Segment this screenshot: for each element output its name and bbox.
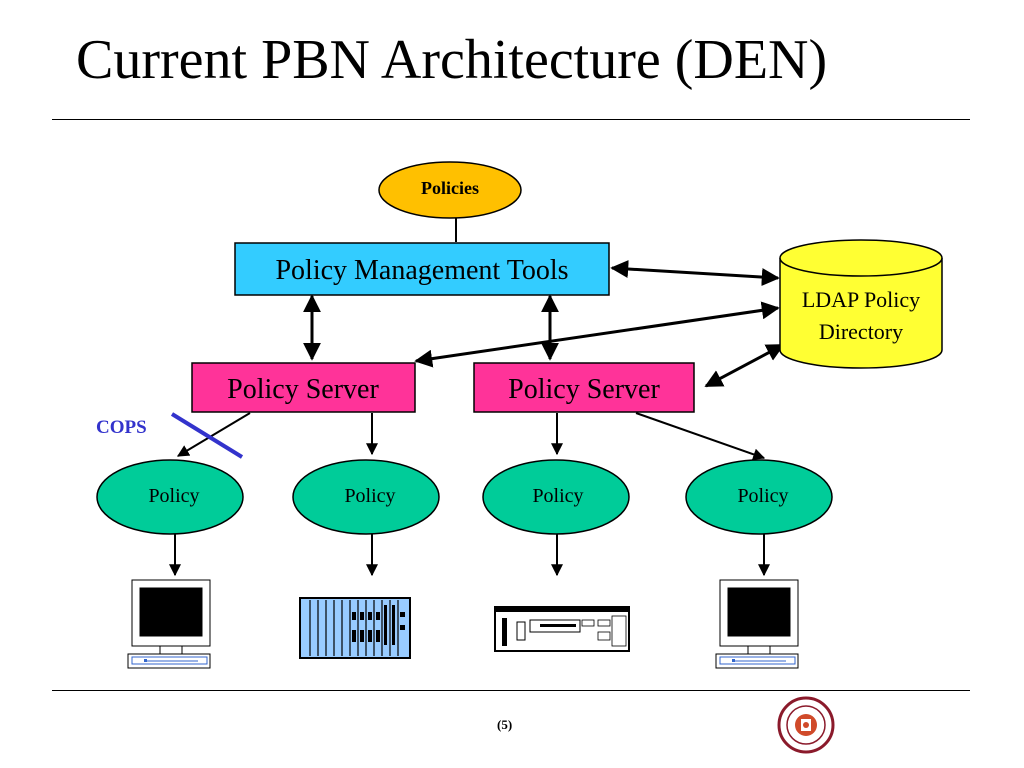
cops-strike-line [170,412,244,459]
ldap-server-right-arrow [704,343,785,388]
policy-node-2: Policy [292,459,440,535]
bottom-divider [52,690,970,691]
cops-label: COPS [96,417,147,438]
desktop-computer-icon [715,579,799,669]
policies-node: Policies [378,161,522,219]
policy-node-3: Policy [482,459,630,535]
policy-server-left: Policy Server [191,362,416,413]
policy-node-1-label: Policy [148,485,199,507]
policy-node-3-label: Policy [532,485,583,507]
page-number: (5) [497,717,513,732]
network-switch-icon [494,606,630,652]
policy-server-right-label: Policy Server [508,374,660,405]
connectors [169,218,785,577]
policy-management-tools-box: Policy Management Tools [234,242,610,296]
router-chassis-icon [299,597,411,659]
desktop-computer-icon [127,579,211,669]
ldap-label-line1: LDAP Policy [802,287,920,312]
policy-node-2-label: Policy [344,485,395,507]
server-right-to-policy-4-arrow [635,412,766,461]
top-divider [52,119,970,120]
policies-label: Policies [421,178,479,198]
tools-ldap-arrow [610,259,780,287]
policy-server-left-label: Policy Server [227,374,379,405]
slide-title: Current PBN Architecture (DEN) [76,29,828,91]
ldap-label-line2: Directory [819,319,903,344]
server-left-to-policy-1-arrow [176,412,251,457]
policy-server-right: Policy Server [473,362,695,413]
university-seal-logo [777,696,835,754]
policy-node-4-label: Policy [737,485,788,507]
policy-node-4: Policy [685,459,833,535]
ldap-server-left-arrow [414,301,780,368]
policy-management-tools-label: Policy Management Tools [275,255,568,286]
ldap-directory-cylinder: LDAP Policy Directory [779,239,943,369]
policy-node-1: Policy [96,459,244,535]
